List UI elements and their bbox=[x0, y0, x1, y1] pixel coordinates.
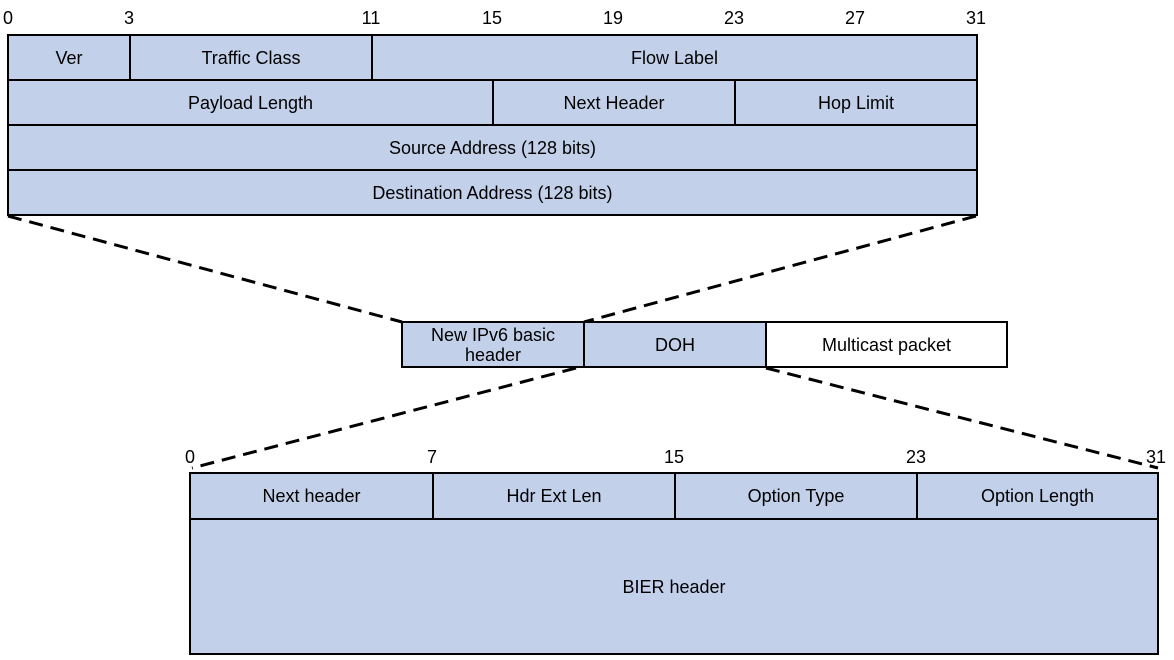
bottom-tick-31: 31 bbox=[1145, 447, 1167, 467]
field-traffic-class-label: Traffic Class bbox=[201, 47, 301, 68]
bottom-tick-0: 0 bbox=[184, 447, 196, 467]
packet-new-ipv6-basic-header: New IPv6 basic header bbox=[401, 321, 585, 368]
field-option-type-label: Option Type bbox=[747, 486, 845, 506]
field-hop-limit-label: Hop Limit bbox=[817, 92, 895, 113]
field-option-length-label: Option Length bbox=[980, 486, 1095, 506]
field-source-address-label: Source Address (128 bits) bbox=[388, 137, 597, 158]
top-tick-0: 0 bbox=[2, 8, 14, 28]
bottom-tick-23: 23 bbox=[905, 447, 927, 467]
field-destination-address: Destination Address (128 bits) bbox=[7, 169, 978, 216]
field-hop-limit: Hop Limit bbox=[734, 79, 978, 126]
field-traffic-class: Traffic Class bbox=[129, 34, 373, 81]
field-option-length: Option Length bbox=[916, 472, 1159, 520]
field-payload-length: Payload Length bbox=[7, 79, 494, 126]
connector-bottom-left bbox=[191, 366, 577, 470]
top-tick-19: 19 bbox=[602, 8, 624, 28]
packet-doh-label: DOH bbox=[655, 334, 695, 355]
bottom-tick-15: 15 bbox=[663, 447, 685, 467]
field-bier-header-label: BIER header bbox=[622, 576, 726, 597]
field-source-address: Source Address (128 bits) bbox=[7, 124, 978, 171]
field-ver-label: Ver bbox=[55, 47, 83, 68]
top-tick-11: 11 bbox=[361, 8, 381, 28]
packet-multicast-label: Multicast packet bbox=[821, 334, 952, 355]
field-flow-label: Flow Label bbox=[371, 34, 978, 81]
field-next-header-label: Next Header bbox=[563, 92, 665, 113]
connector-bottom-right bbox=[765, 366, 1159, 470]
field-flow-label-label: Flow Label bbox=[630, 47, 719, 68]
field-doh-next-header: Next header bbox=[189, 472, 434, 520]
packet-multicast: Multicast packet bbox=[765, 321, 1008, 368]
field-hdr-ext-len: Hdr Ext Len bbox=[432, 472, 676, 520]
connector-top-left bbox=[7, 214, 403, 324]
field-option-type: Option Type bbox=[674, 472, 918, 520]
packet-doh: DOH bbox=[583, 321, 767, 368]
field-hdr-ext-len-label: Hdr Ext Len bbox=[506, 486, 602, 506]
field-bier-header: BIER header bbox=[189, 518, 1159, 655]
packet-new-ipv6-basic-header-label: New IPv6 basic header bbox=[430, 324, 556, 365]
field-doh-next-header-label: Next header bbox=[262, 486, 361, 506]
top-tick-3: 3 bbox=[123, 8, 135, 28]
field-payload-length-label: Payload Length bbox=[187, 92, 314, 113]
field-destination-address-label: Destination Address (128 bits) bbox=[372, 182, 613, 203]
top-tick-31: 31 bbox=[965, 8, 987, 28]
field-ver: Ver bbox=[7, 34, 131, 81]
top-tick-23: 23 bbox=[723, 8, 745, 28]
bottom-tick-7: 7 bbox=[426, 447, 438, 467]
field-next-header: Next Header bbox=[492, 79, 736, 126]
top-tick-27: 27 bbox=[844, 8, 866, 28]
connector-top-right bbox=[583, 214, 977, 324]
top-tick-15: 15 bbox=[481, 8, 503, 28]
